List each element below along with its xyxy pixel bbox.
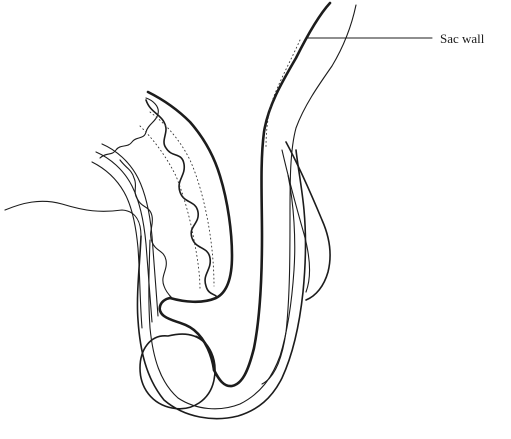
- sac-inner-wall: [262, 5, 356, 384]
- bowel-loop-outer: [148, 92, 232, 302]
- skin-surface-line: [5, 201, 141, 236]
- cord-line-1: [92, 162, 142, 328]
- bowel-loop-inner-edge: [120, 160, 172, 298]
- bowel-mucosa-stipple: [150, 112, 214, 286]
- sac-wall-label: Sac wall: [440, 31, 485, 46]
- cord-line-2: [96, 152, 152, 322]
- bowel-loop-haustra: [146, 100, 216, 296]
- spermatic-cord-bulge: [286, 142, 330, 300]
- sac-outer-wall: [214, 3, 330, 386]
